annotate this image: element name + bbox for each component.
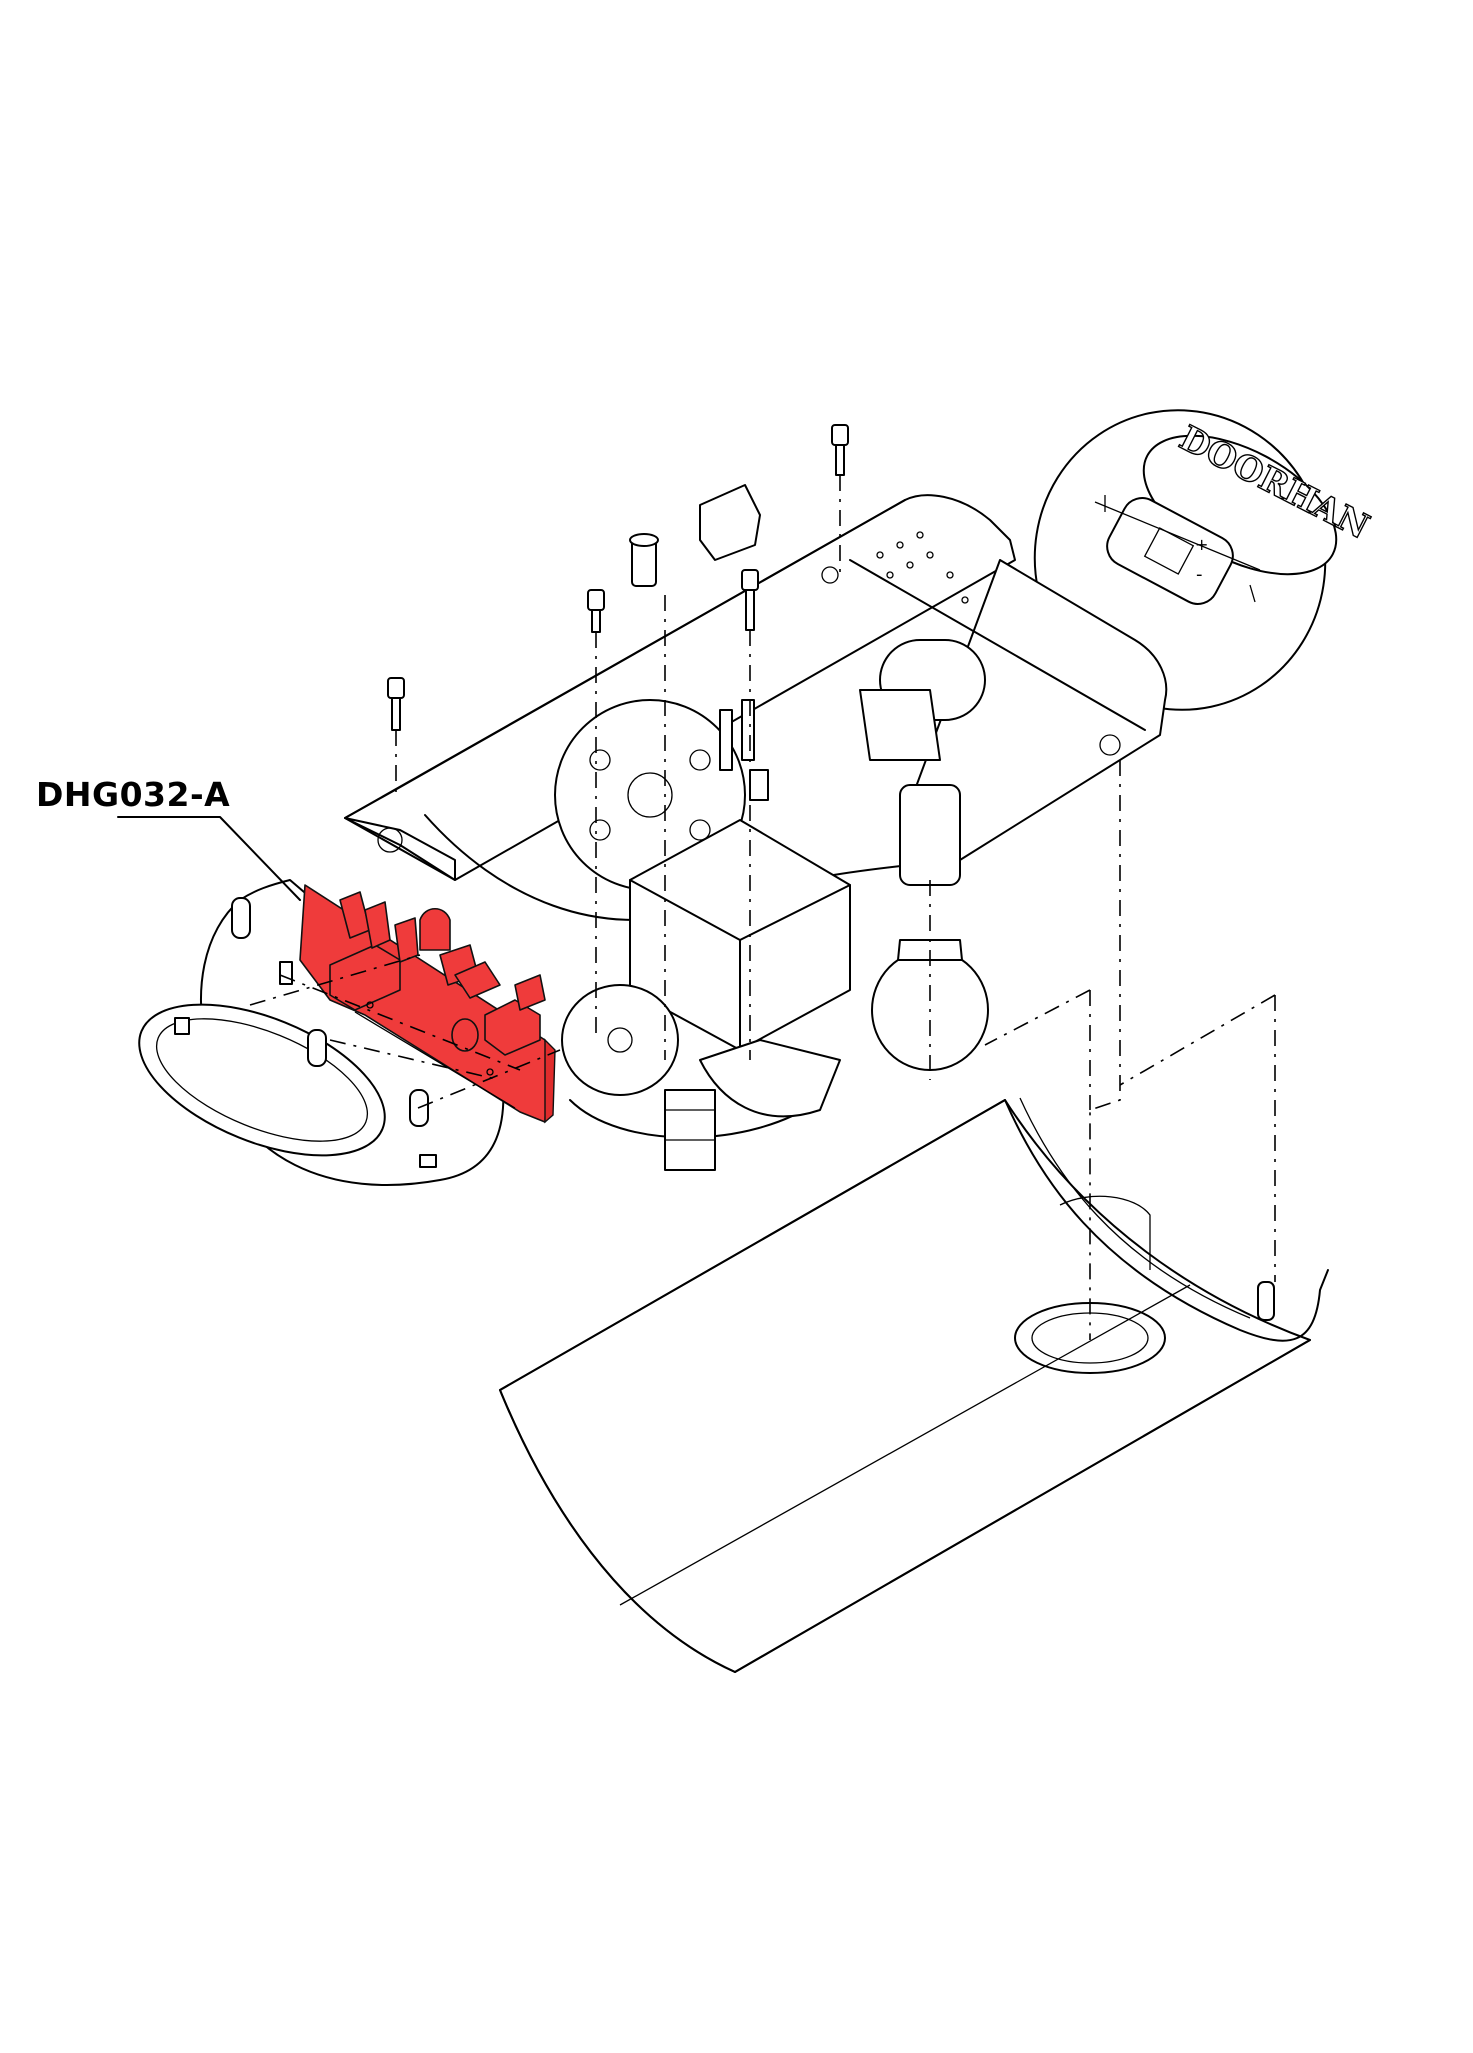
bottom-cover bbox=[499, 1097, 1329, 1673]
leader-line bbox=[117, 816, 301, 901]
plus-symbol: + bbox=[1195, 535, 1208, 554]
left-end-cap bbox=[138, 879, 505, 1186]
upper-frame bbox=[344, 484, 1168, 921]
center-lines bbox=[249, 475, 1276, 1340]
motor-assembly bbox=[554, 639, 989, 1171]
part-number-label: DHG032-A bbox=[36, 775, 231, 814]
highlighted-control-board bbox=[299, 884, 556, 1124]
minus-symbol: - bbox=[1196, 564, 1203, 585]
vent-holes bbox=[876, 531, 969, 604]
